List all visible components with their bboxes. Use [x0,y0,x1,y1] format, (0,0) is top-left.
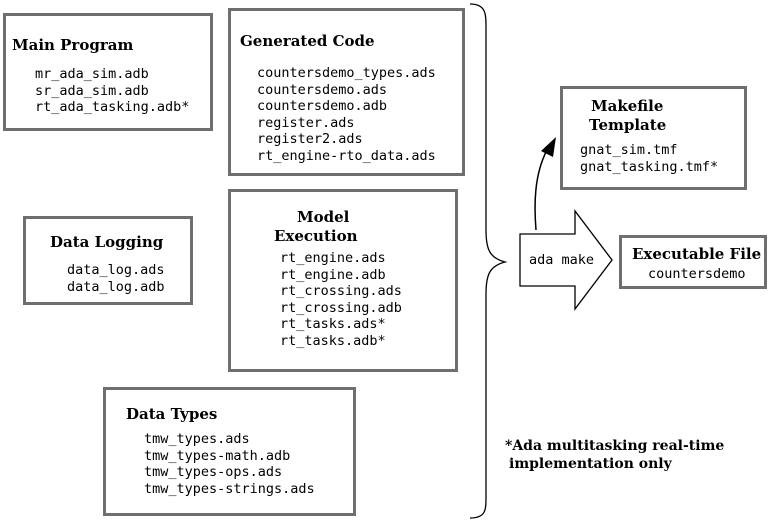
model-execution-box: Model Execution rt_engine.ads rt_engine.… [228,189,458,372]
file-item: gnat_tasking.tmf* [580,158,719,175]
executable-file-list: countersdemo [648,266,746,283]
file-item: gnat_sim.tmf [580,142,678,158]
file-item: rt_crossing.ads [280,283,402,299]
executable-file-box: Executable File countersdemo [619,235,767,289]
generated-code-file-list: countersdemo_types.ads countersdemo.ads … [257,65,436,164]
model-execution-title-line2: Execution [274,227,358,245]
file-item: data_log.adb [67,278,165,295]
file-item: rt_ada_tasking.adb* [35,99,190,115]
main-program-title: Main Program [12,36,134,54]
generated-code-title: Generated Code [240,32,375,50]
file-item: sr_ada_sim.adb [35,82,149,99]
file-item: register2.ads [257,131,363,147]
makefile-curved-arrow [534,149,548,231]
file-item: register.ads [257,114,355,131]
file-item: rt_engine.ads [280,250,386,266]
data-types-file-list: tmw_types.ads tmw_types-math.adb tmw_typ… [144,431,315,497]
ada-make-label: ada make [529,252,595,268]
file-item: rt_tasks.ads* [280,316,386,332]
makefile-template-title-line2: Template [589,116,667,134]
makefile-template-title-line1: Makefile [591,97,664,115]
file-item: rt_engine.adb [280,266,386,283]
data-types-box: Data Types tmw_types.ads tmw_types-math.… [103,387,356,516]
executable-file-title: Executable File [632,245,762,263]
file-item: countersdemo_types.ads [257,65,436,81]
file-item: tmw_types.ads [144,431,250,447]
data-types-title: Data Types [126,405,218,423]
file-item: data_log.ads [67,262,165,278]
file-item: rt_crossing.adb [280,299,402,316]
generated-code-box: Generated Code countersdemo_types.ads co… [228,8,465,176]
file-item: countersdemo.adb [257,98,388,114]
file-item: tmw_types-strings.ads [144,480,315,497]
file-item: rt_engine-rto_data.ads [257,147,436,164]
makefile-template-box: Makefile Template gnat_sim.tmf gnat_task… [560,86,747,190]
file-item: tmw_types-ops.ads [144,464,283,480]
model-execution-file-list: rt_engine.ads rt_engine.adb rt_crossing.… [280,250,402,349]
file-item: tmw_types-math.adb [144,447,291,464]
ada-make-block-arrow [519,209,613,311]
file-item: mr_ada_sim.adb [35,66,149,82]
data-logging-file-list: data_log.ads data_log.adb [67,262,165,295]
data-logging-box: Data Logging data_log.ads data_log.adb [23,216,193,305]
main-program-box: Main Program mr_ada_sim.adb sr_ada_sim.a… [3,13,213,131]
file-item: countersdemo [648,266,746,282]
makefile-template-file-list: gnat_sim.tmf gnat_tasking.tmf* [580,142,718,175]
makefile-arrowhead [541,137,556,157]
file-item: countersdemo.ads [257,81,388,98]
footnote-line2: implementation only [509,456,672,472]
data-logging-title: Data Logging [50,233,164,251]
main-program-file-list: mr_ada_sim.adb sr_ada_sim.adb rt_ada_tas… [35,66,189,116]
grouping-brace [469,3,508,519]
file-item: rt_tasks.adb* [280,332,386,349]
model-execution-title-line1: Model [297,208,350,226]
footnote-line1: *Ada multitasking real-time [505,438,725,454]
